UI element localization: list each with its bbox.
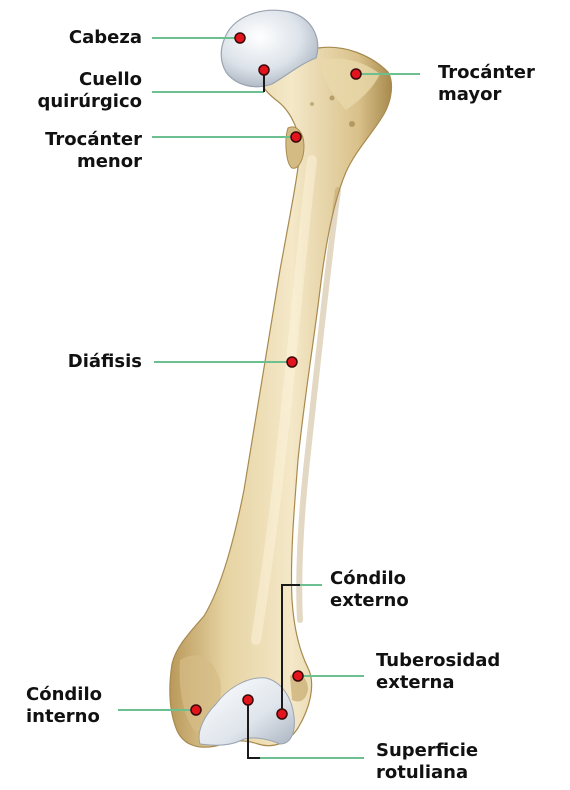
dot-cabeza	[235, 33, 245, 43]
dot-tuberosidad	[293, 671, 303, 681]
label-trocanter-mayor: Trocánter mayor	[438, 62, 535, 106]
dot-cuello	[259, 65, 269, 75]
dot-trocanter-menor	[291, 132, 301, 142]
dot-condilo-interno	[191, 705, 201, 715]
label-trocanter-menor: Trocánter menor	[45, 129, 142, 173]
label-tuberosidad-externa: Tuberosidad externa	[376, 650, 500, 694]
label-condilo-externo: Cóndilo externo	[330, 568, 409, 612]
label-superficie-rotuliana: Superficie rotuliana	[376, 740, 478, 784]
dot-condilo-externo	[277, 709, 287, 719]
dot-superficie	[243, 695, 253, 705]
label-cuello-quirurgico: Cuello quirúrgico	[37, 69, 142, 113]
dot-trocanter-mayor	[351, 69, 361, 79]
dot-diafisis	[287, 357, 297, 367]
label-cabeza: Cabeza	[69, 27, 142, 49]
label-condilo-interno: Cóndilo interno	[26, 684, 102, 728]
femur-bone	[170, 47, 392, 747]
label-diafisis: Diáfisis	[68, 351, 142, 373]
